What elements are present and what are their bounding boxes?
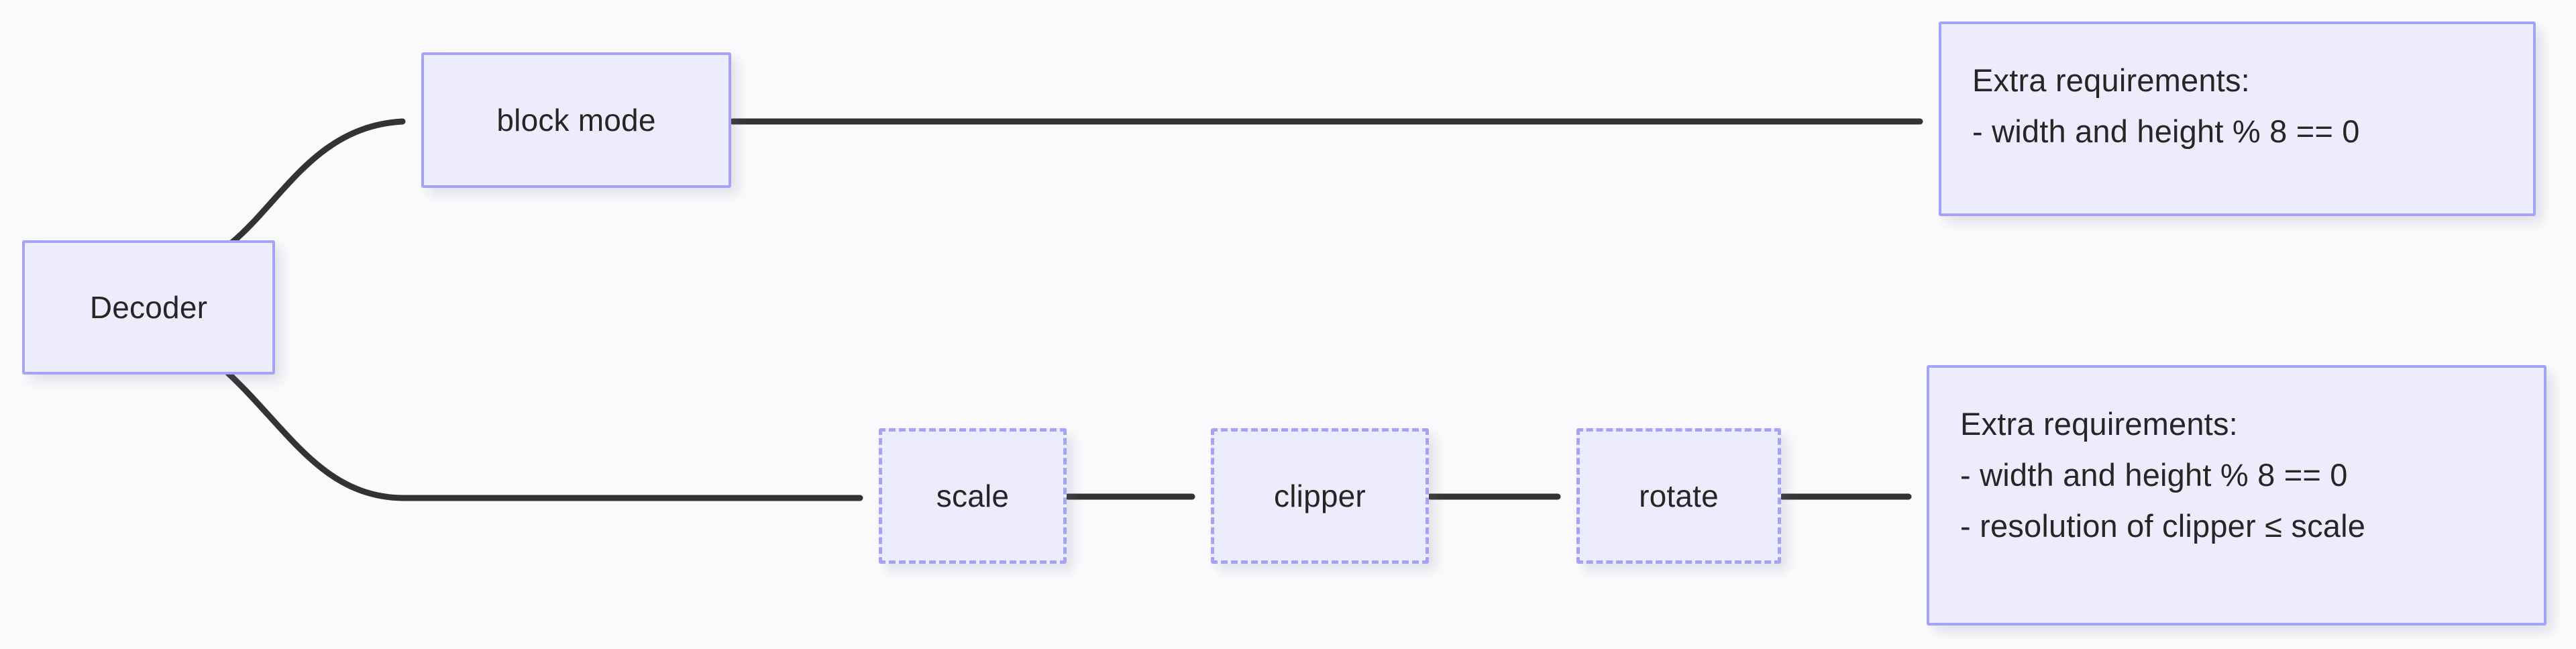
node-rotate-label: rotate [1639,478,1719,513]
note-pipeline-requirements[interactable]: Extra requirements: - width and height %… [1927,365,2546,626]
node-block-mode-label: block mode [496,102,656,138]
note-block-mode-requirements[interactable]: Extra requirements: - width and height %… [1939,21,2536,216]
note-pipeline-line-1: Extra requirements: [1960,406,2238,442]
node-scale[interactable]: scale [879,428,1067,564]
note-pipeline-line-2: - width and height % 8 == 0 [1960,457,2348,493]
node-decoder-label: Decoder [89,289,208,325]
node-clipper-label: clipper [1274,478,1366,513]
note-block-mode-line-1: Extra requirements: [1972,62,2250,98]
edge-decoder-to-scale [225,370,863,501]
node-rotate[interactable]: rotate [1576,428,1781,564]
edge-decoder-to-block-mode [228,118,406,246]
node-clipper[interactable]: clipper [1211,428,1429,564]
note-block-mode-line-2: - width and height % 8 == 0 [1972,113,2360,150]
note-pipeline-line-3: - resolution of clipper ≤ scale [1960,508,2366,544]
node-decoder[interactable]: Decoder [22,240,275,375]
node-block-mode[interactable]: block mode [421,52,731,188]
node-scale-label: scale [936,478,1010,513]
